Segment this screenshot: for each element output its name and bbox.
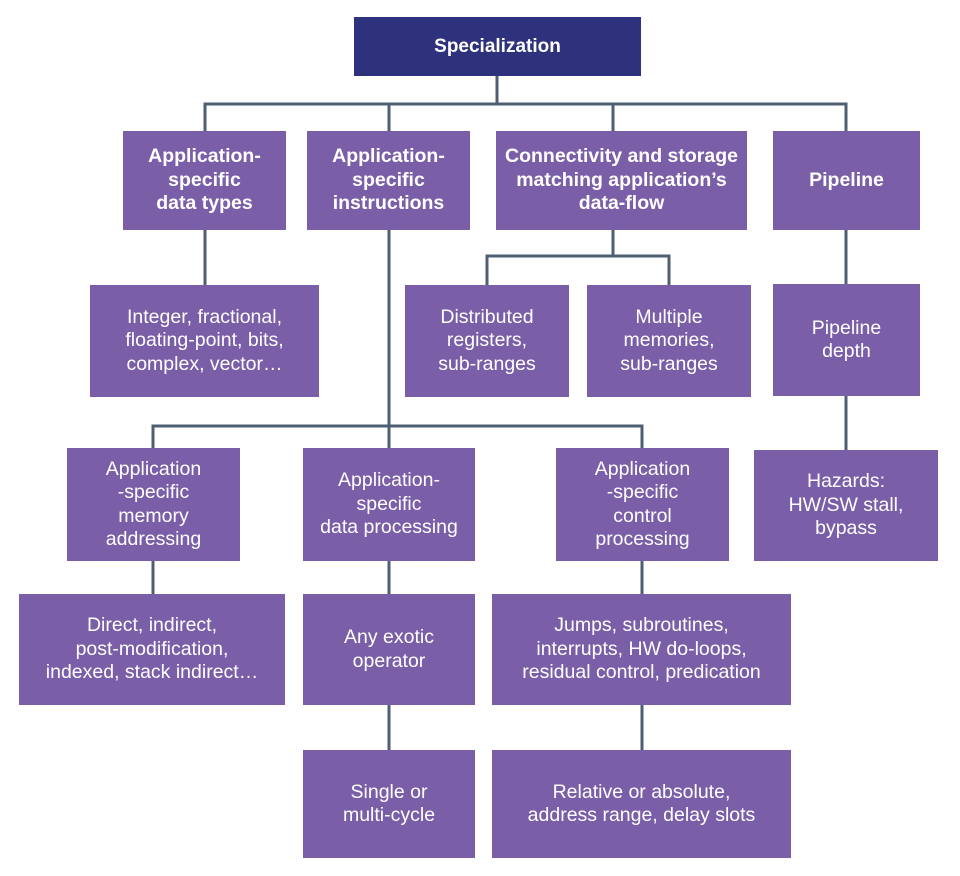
node-multiple-memories: Multiple memories, sub-ranges [587,285,751,397]
node-data-processing-detail2: Single or multi-cycle [303,750,475,858]
node-pipeline: Pipeline [773,131,920,230]
node-data-types-detail: Integer, fractional, floating-point, bit… [90,285,319,397]
node-control-processing: Application -specific control processing [556,448,729,561]
node-control-processing-detail: Jumps, subroutines, interrupts, HW do-lo… [492,594,791,705]
node-data-processing: Application- specific data processing [303,448,475,561]
node-specialization: Specialization [354,17,641,76]
node-memory-addressing-detail: Direct, indirect, post-modification, ind… [19,594,285,705]
node-application-specific-data-types: Application- specific data types [123,131,286,230]
node-connectivity-and-storage: Connectivity and storage matching applic… [496,131,747,230]
node-distributed-registers: Distributed registers, sub-ranges [405,285,569,397]
node-application-specific-instructions: Application- specific instructions [307,131,470,230]
node-hazards: Hazards: HW/SW stall, bypass [754,450,938,561]
node-pipeline-depth: Pipeline depth [773,284,920,396]
node-data-processing-detail: Any exotic operator [303,594,475,705]
node-control-processing-detail2: Relative or absolute, address range, del… [492,750,791,858]
node-memory-addressing: Application -specific memory addressing [67,448,240,561]
